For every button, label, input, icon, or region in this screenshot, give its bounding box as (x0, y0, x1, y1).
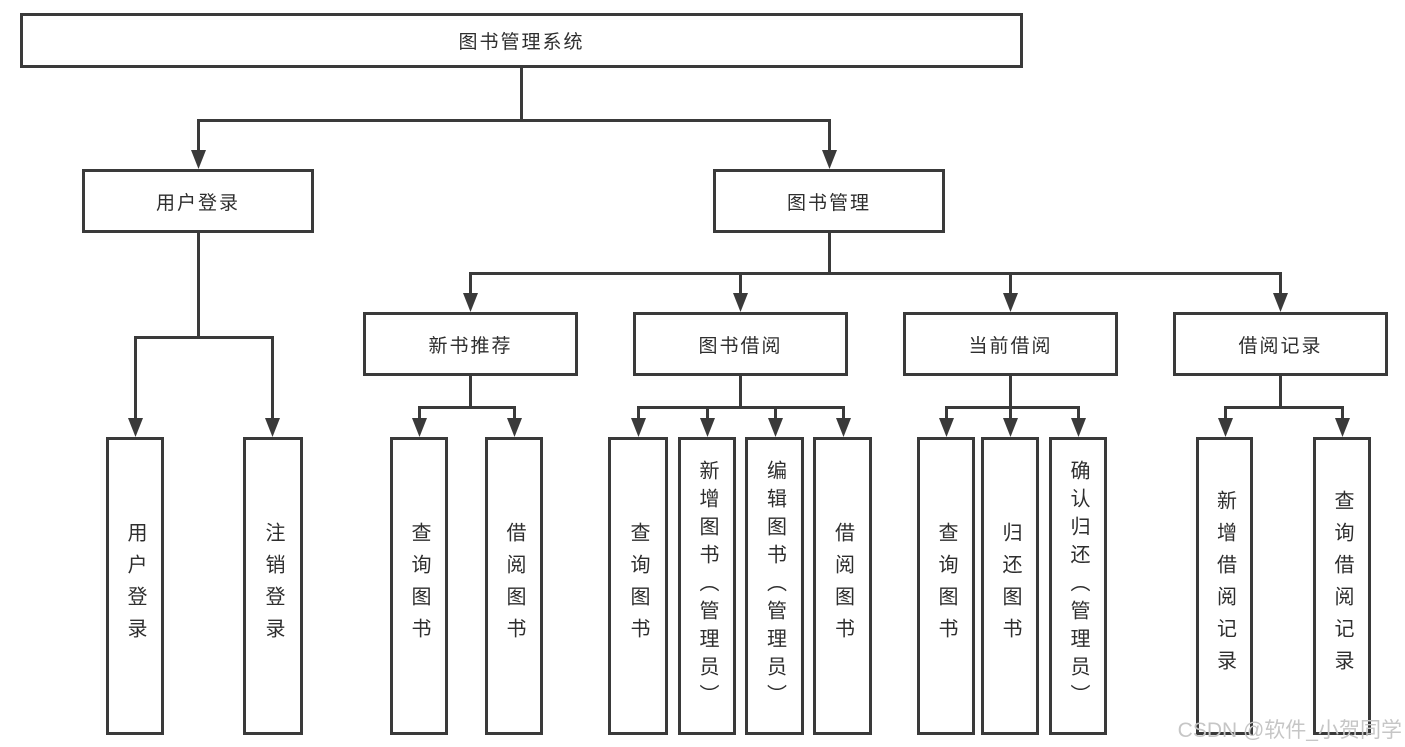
node-label: 借阅记录 (1238, 335, 1323, 357)
leaf-records-query-record: 查询借阅记录 (1313, 437, 1371, 735)
leaf-borrow-borrow-books: 借阅图书 (813, 437, 872, 735)
leaf-rec-query-books: 查询图书 (390, 437, 448, 735)
node-label: 图书管理系统 (458, 32, 585, 53)
leaf-label: 查询借阅记录 (1331, 490, 1353, 682)
leaf-borrow-query-books: 查询图书 (608, 437, 668, 735)
watermark: CSDN @软件_小贺同学 (1177, 719, 1402, 742)
leaf-user-login: 用户登录 (106, 437, 164, 735)
leaf-label: 借阅图书 (831, 522, 854, 650)
leaf-current-return-books: 归还图书 (981, 437, 1039, 735)
leaf-label: 用户登录 (124, 522, 146, 650)
leaf-label: 编辑图书（管理员） (763, 460, 786, 712)
node-label: 当前借阅 (968, 335, 1053, 357)
leaf-borrow-add-books-admin: 新增图书（管理员） (678, 437, 736, 735)
node-new-book-recommend: 新书推荐 (363, 312, 578, 376)
node-root: 图书管理系统 (20, 13, 1023, 68)
leaf-records-add-record: 新增借阅记录 (1196, 437, 1253, 735)
node-label: 图书借阅 (698, 335, 783, 357)
leaf-label: 注销登录 (262, 522, 284, 650)
leaf-borrow-edit-books-admin: 编辑图书（管理员） (745, 437, 804, 735)
leaf-label: 确认归还（管理员） (1067, 460, 1089, 712)
node-label: 用户登录 (155, 192, 240, 214)
leaf-current-query-books: 查询图书 (917, 437, 975, 735)
leaf-current-confirm-return-admin: 确认归还（管理员） (1049, 437, 1107, 735)
leaf-label: 新增借阅记录 (1213, 490, 1236, 682)
leaf-rec-borrow-books: 借阅图书 (485, 437, 543, 735)
node-current-borrowing: 当前借阅 (903, 312, 1118, 376)
leaf-label: 归还图书 (999, 522, 1021, 650)
leaf-logout: 注销登录 (243, 437, 303, 735)
node-borrow-records: 借阅记录 (1173, 312, 1388, 376)
leaf-label: 新增图书（管理员） (696, 460, 718, 712)
node-label: 图书管理 (786, 192, 871, 214)
node-user-login: 用户登录 (82, 169, 314, 233)
leaf-label: 查询图书 (627, 522, 649, 650)
leaf-label: 查询图书 (935, 522, 957, 650)
node-book-borrowing: 图书借阅 (633, 312, 848, 376)
node-book-management: 图书管理 (713, 169, 945, 233)
leaf-label: 查询图书 (408, 522, 430, 650)
node-label: 新书推荐 (428, 335, 513, 357)
leaf-label: 借阅图书 (503, 522, 525, 650)
